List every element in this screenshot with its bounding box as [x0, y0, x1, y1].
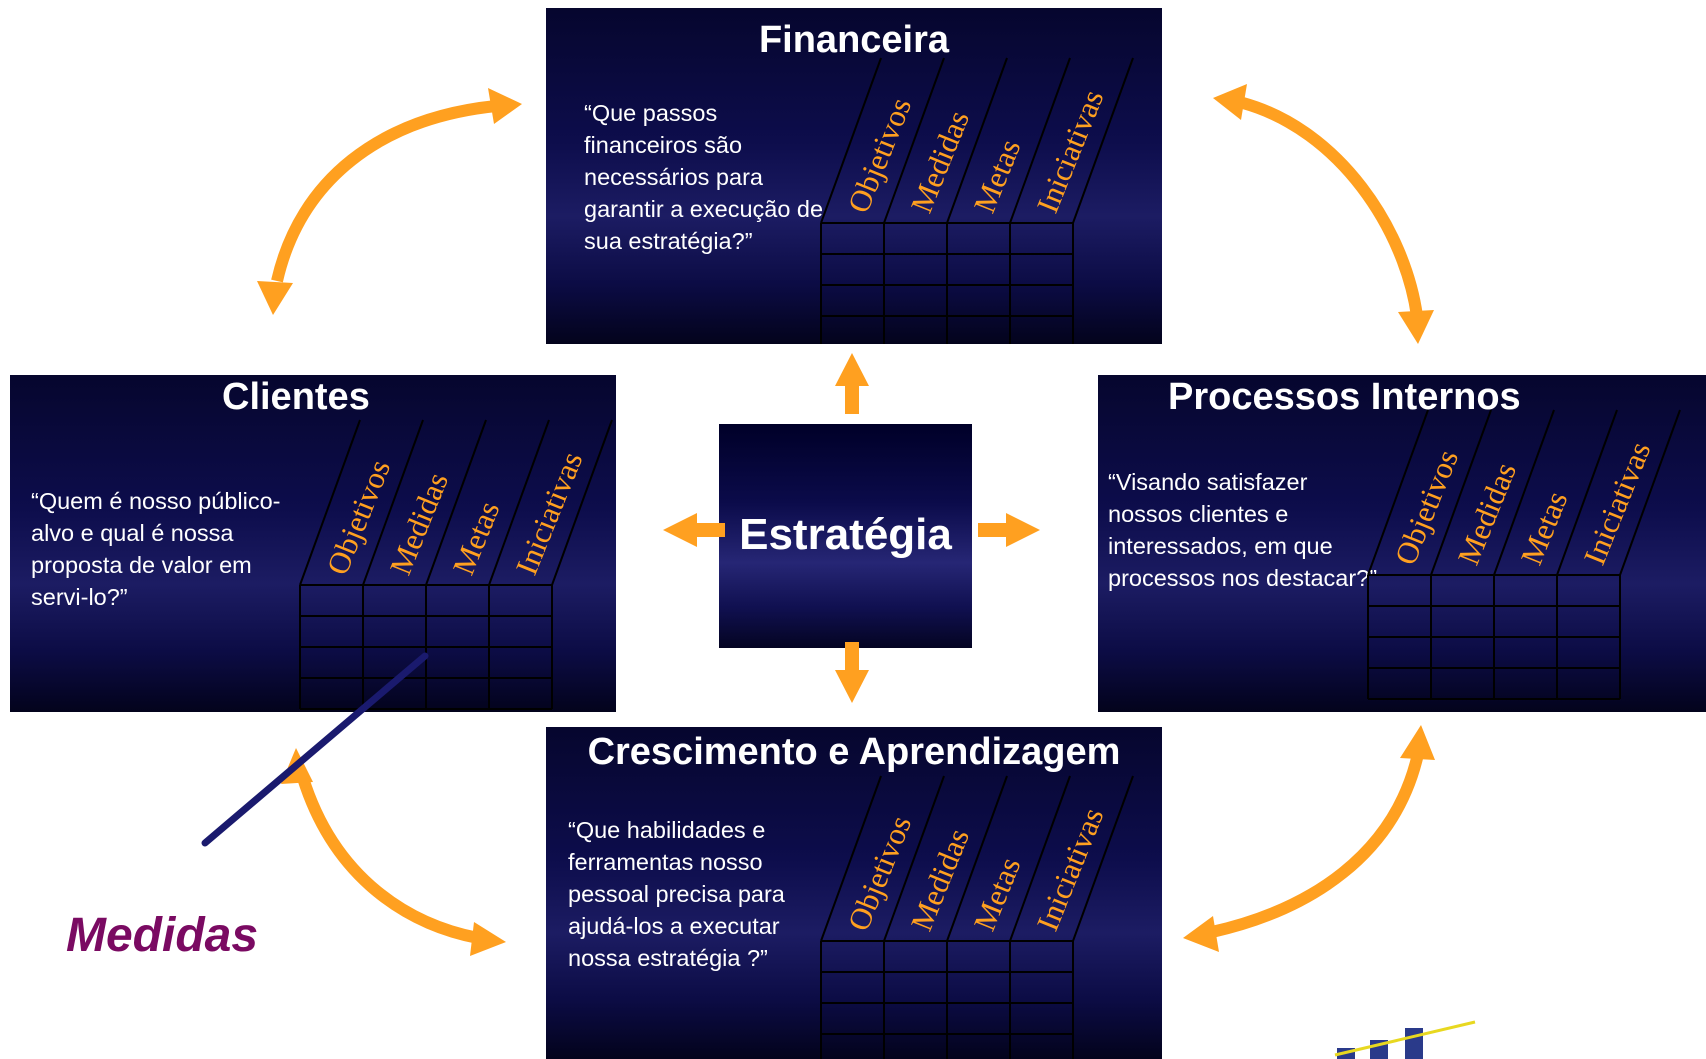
- clientes-panel: Clientes “Quem é nosso público-alvo e qu…: [10, 375, 616, 712]
- clientes-column-label-medidas: Medidas: [383, 468, 455, 580]
- curved-arrow-top-left: [271, 100, 497, 283]
- crescimento-question: “Que habilidades e ferramentas nosso pes…: [568, 817, 785, 971]
- clientes-grid-slant-line: [488, 419, 550, 586]
- curved-arrow-top-right: [1241, 97, 1423, 317]
- financeira-title: Financeira: [758, 19, 950, 61]
- processos-question: “Visando satisfazer nossos clientes e in…: [1108, 469, 1378, 591]
- financeira-column-label-medidas: Medidas: [904, 106, 976, 218]
- financeira-panel: Financeira “Que passos financeiros são n…: [546, 8, 1162, 344]
- clientes-title: Clientes: [222, 376, 370, 418]
- arrowhead-bottom-right-a: [1183, 916, 1219, 952]
- arrowhead-top-left-a: [488, 88, 522, 124]
- processos-title: Processos Internos: [1168, 376, 1521, 418]
- arrowhead-bottom-right-b: [1400, 725, 1435, 760]
- clientes-grid-slant-line: [425, 419, 487, 586]
- arrowhead-top-right-b: [1398, 310, 1434, 344]
- financeira-grid-slant-line: [1009, 57, 1071, 224]
- financeira-grid-slant-line: [1072, 57, 1134, 224]
- processos-grid-slant-line: [1367, 409, 1429, 576]
- clientes-question: “Quem é nosso público-alvo e qual é noss…: [31, 488, 281, 610]
- crescimento-column-label-medidas: Medidas: [904, 824, 976, 936]
- processos-grid-slant-line: [1493, 409, 1555, 576]
- processos-grid-slant-line: [1430, 409, 1492, 576]
- crescimento-grid-slant-line: [1009, 775, 1071, 942]
- arrowhead-bottom-left-a: [281, 748, 313, 784]
- clientes-grid-slant-line: [362, 419, 424, 586]
- strategy-label: Estratégia: [739, 510, 952, 559]
- financeira-grid-slant-line: [946, 57, 1008, 224]
- crescimento-title: Crescimento e Aprendizagem: [587, 731, 1121, 773]
- crescimento-grid-slant-line: [946, 775, 1008, 942]
- arrow-up-to-financeira: [835, 353, 869, 414]
- curved-arrow-bottom-left: [297, 776, 480, 944]
- financeira-question: “Que passos financeiros são necessários …: [584, 100, 824, 254]
- processos-panel: Processos Internos “Visando satisfazer n…: [1098, 375, 1706, 712]
- financeira-grid-slant-line: [883, 57, 945, 224]
- processos-grid-slant-line: [1619, 409, 1681, 576]
- arrow-left-to-clientes: [663, 513, 725, 547]
- clientes-grid-slant-line: [299, 419, 361, 586]
- curved-arrow-bottom-right: [1210, 752, 1424, 938]
- logo-graphic: [1334, 1020, 1476, 1059]
- crescimento-grid-slant-line: [820, 775, 882, 942]
- crescimento-grid-slant-line: [883, 775, 945, 942]
- processos-grid-slant-line: [1556, 409, 1618, 576]
- arrowhead-top-left-b: [257, 281, 293, 315]
- crescimento-panel: Crescimento e Aprendizagem “Que habilida…: [546, 727, 1162, 1059]
- medidas-caption: Medidas: [66, 909, 259, 962]
- strategy-box: Estratégia: [719, 424, 972, 648]
- crescimento-grid-slant-line: [1072, 775, 1134, 942]
- arrow-down-to-crescimento: [835, 642, 869, 703]
- arrowhead-top-right-a: [1213, 84, 1247, 120]
- arrowhead-bottom-left-b: [470, 922, 506, 956]
- clientes-grid-slant-line: [551, 419, 613, 586]
- processos-column-label-medidas: Medidas: [1451, 458, 1523, 570]
- financeira-grid-slant-line: [820, 57, 882, 224]
- arrow-right-to-processos: [978, 513, 1040, 547]
